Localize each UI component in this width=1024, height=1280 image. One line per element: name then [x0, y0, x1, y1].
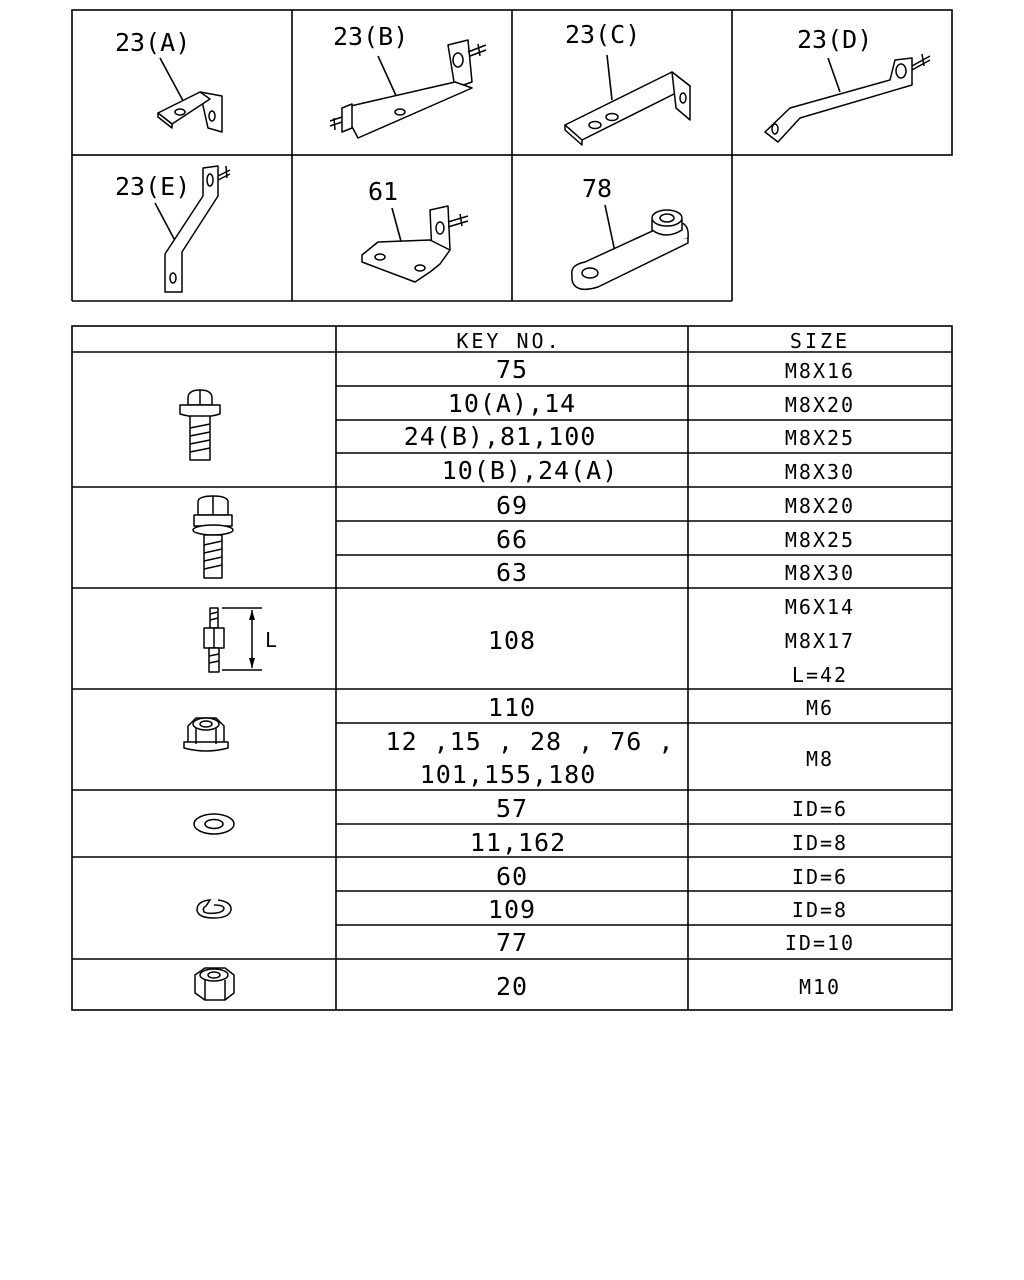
row-size: M10	[799, 975, 841, 999]
row-key: 77	[496, 928, 528, 957]
row-size-line: L=42	[792, 663, 848, 687]
row-size: ID=8	[792, 831, 848, 855]
bracket-61-icon	[361, 205, 469, 283]
stud-bolt-icon	[203, 607, 262, 673]
bracket-78-cell: 78	[571, 174, 689, 291]
row-size: M8X20	[785, 393, 855, 417]
bracket-c-icon	[564, 71, 691, 146]
flange-nut-icon	[183, 717, 229, 752]
row-key: 66	[496, 525, 528, 554]
bracket-78-label: 78	[582, 174, 612, 203]
row-size: M8X20	[785, 494, 855, 518]
row-size: M8	[806, 747, 834, 771]
flat-washer-icon	[193, 813, 235, 835]
bracket-23b-label: 23(B)	[333, 22, 408, 51]
row-size: M8X25	[785, 426, 855, 450]
bracket-a-icon	[157, 91, 223, 133]
row-key-line: 101,155,180	[420, 760, 597, 789]
flange-bolt-icon	[179, 389, 221, 461]
row-key: 75	[496, 355, 528, 384]
row-size: M6	[806, 696, 834, 720]
row-size: M8X16	[785, 359, 855, 383]
bracket-d-icon	[764, 53, 931, 143]
row-key: 69	[496, 491, 528, 520]
bracket-23b-cell: 23(B)	[329, 22, 487, 139]
bracket-61-label: 61	[368, 177, 398, 206]
row-size: ID=6	[792, 865, 848, 889]
bracket-23c-label: 23(C)	[565, 20, 640, 49]
bracket-78-icon	[571, 209, 689, 291]
row-key: 10(B),24(A)	[442, 456, 619, 485]
bracket-23d-cell: 23(D)	[764, 25, 931, 143]
hex-nut-icon	[194, 967, 235, 1001]
bracket-23c-cell: 23(C)	[564, 20, 691, 146]
bracket-23a-label: 23(A)	[115, 28, 190, 57]
stud-dimension-label: L	[265, 628, 279, 652]
bracket-23a-cell: 23(A)	[115, 28, 223, 133]
bracket-grid	[71, 9, 953, 302]
row-size: M8X25	[785, 528, 855, 552]
row-key: 10(A),14	[448, 389, 576, 418]
row-key: 11,162	[470, 828, 566, 857]
spring-washer-icon	[196, 899, 232, 919]
fastener-table	[71, 325, 953, 1011]
row-key: 20	[496, 972, 528, 1001]
header-key-no: KEY NO.	[456, 329, 561, 353]
bracket-e-icon	[164, 165, 231, 293]
bracket-b-icon	[329, 39, 487, 139]
row-size-line: M6X14	[785, 595, 855, 619]
bracket-61-cell: 61	[361, 177, 469, 283]
row-size: M8X30	[785, 460, 855, 484]
row-key: 109	[488, 895, 536, 924]
row-key: 63	[496, 558, 528, 587]
row-key: 24(B),81,100	[404, 422, 597, 451]
washer-bolt-icon	[192, 495, 234, 579]
row-size: ID=8	[792, 898, 848, 922]
row-key: 60	[496, 862, 528, 891]
row-key: 57	[496, 794, 528, 823]
bracket-23e-cell: 23(E)	[115, 165, 231, 293]
row-key-line: 12 ,15 , 28 , 76 ,	[386, 727, 675, 756]
row-size: M8X30	[785, 561, 855, 585]
row-size-line: M8X17	[785, 629, 855, 653]
bracket-23d-label: 23(D)	[797, 25, 872, 54]
row-size: ID=6	[792, 797, 848, 821]
row-key: 108	[488, 626, 536, 655]
row-size: ID=10	[785, 931, 855, 955]
header-size: SIZE	[790, 329, 850, 353]
bracket-23e-label: 23(E)	[115, 172, 190, 201]
row-key: 110	[488, 693, 536, 722]
